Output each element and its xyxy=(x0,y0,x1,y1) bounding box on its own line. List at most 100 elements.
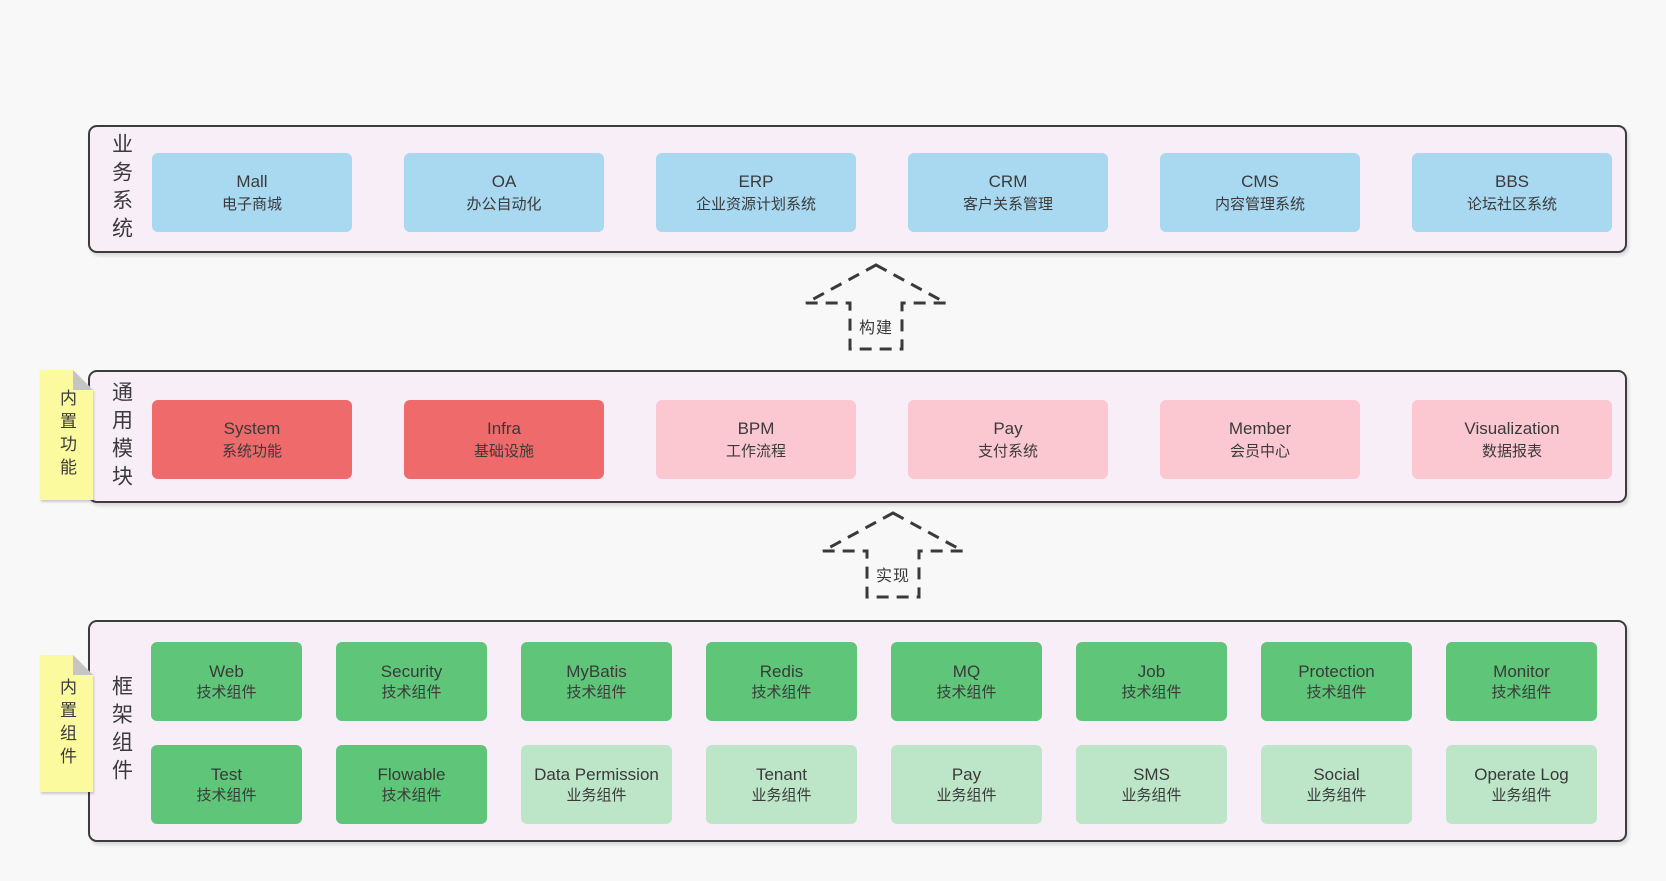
box-subtitle: 技术组件 xyxy=(936,683,997,701)
box-title: Member xyxy=(1228,419,1292,439)
box-job: Job 技术组件 xyxy=(1076,642,1227,721)
box-title: Security xyxy=(380,661,443,681)
box-title: System xyxy=(223,419,281,439)
box-bbs: BBS 论坛社区系统 xyxy=(1412,153,1612,232)
box-infra: Infra 基础设施 xyxy=(404,400,604,479)
box-mybatis: MyBatis 技术组件 xyxy=(521,642,672,721)
box-title: Pay xyxy=(993,419,1023,439)
box-title: Test xyxy=(210,764,243,784)
box-subtitle: 支付系统 xyxy=(977,442,1038,460)
arrow-label: 实现 xyxy=(872,561,914,587)
box-subtitle: 系统功能 xyxy=(221,442,282,460)
box-title: Tenant xyxy=(755,764,808,784)
box-title: Pay xyxy=(951,764,982,784)
box-title: Infra xyxy=(486,419,522,439)
box-title: Data Permission xyxy=(534,764,659,784)
arrow-build: 构建 xyxy=(804,263,948,351)
box-title: Web xyxy=(209,661,244,681)
panel-business-systems: 业务系统 Mall 电子商城 OA 办公自动化 ERP 企业资源计划系统 CRM… xyxy=(88,125,1627,253)
box-title: SMS xyxy=(1133,764,1170,784)
box-title: Monitor xyxy=(1493,661,1550,681)
box-social: Social 业务组件 xyxy=(1261,745,1412,824)
box-subtitle: 工作流程 xyxy=(725,442,786,460)
box-title: Flowable xyxy=(377,764,446,784)
box-subtitle: 业务组件 xyxy=(1306,786,1367,804)
box-subtitle: 企业资源计划系统 xyxy=(695,195,816,213)
arrow-implement: 实现 xyxy=(821,511,965,599)
box-title: BBS xyxy=(1494,172,1530,192)
up-arrow-icon xyxy=(805,263,947,351)
box-test: Test 技术组件 xyxy=(151,745,302,824)
box-bpm: BPM 工作流程 xyxy=(656,400,856,479)
box-subtitle: 电子商城 xyxy=(221,195,282,213)
box-tenant: Tenant 业务组件 xyxy=(706,745,857,824)
box-title: Protection xyxy=(1298,661,1375,681)
box-title: Mall xyxy=(236,172,268,192)
sticky-note-built-in-functions: 内置功能 xyxy=(40,370,93,500)
folded-corner-icon xyxy=(73,370,93,390)
box-member: Member 会员中心 xyxy=(1160,400,1360,479)
box-protection: Protection 技术组件 xyxy=(1261,642,1412,721)
panel-side-label: 框架组件 xyxy=(109,675,133,787)
box-subtitle: 技术组件 xyxy=(1491,683,1552,701)
components-box-row-2: Test 技术组件 Flowable 技术组件 Data Permission … xyxy=(151,745,1597,824)
box-pay-system: Pay 支付系统 xyxy=(908,400,1108,479)
business-box-row: Mall 电子商城 OA 办公自动化 ERP 企业资源计划系统 CRM 客户关系… xyxy=(152,153,1612,232)
box-subtitle: 办公自动化 xyxy=(466,195,542,213)
box-subtitle: 内容管理系统 xyxy=(1214,195,1305,213)
panel-side-label: 业务系统 xyxy=(109,133,133,245)
box-oa: OA 办公自动化 xyxy=(404,153,604,232)
box-operate-log: Operate Log 业务组件 xyxy=(1446,745,1597,824)
box-title: OA xyxy=(491,172,517,192)
box-title: MQ xyxy=(952,661,981,681)
box-pay-component: Pay 业务组件 xyxy=(891,745,1042,824)
folded-corner-icon xyxy=(73,655,93,675)
sticky-note-built-in-components: 内置组件 xyxy=(40,655,93,792)
box-subtitle: 基础设施 xyxy=(473,442,534,460)
box-subtitle: 业务组件 xyxy=(751,786,812,804)
box-erp: ERP 企业资源计划系统 xyxy=(656,153,856,232)
box-subtitle: 技术组件 xyxy=(381,683,442,701)
box-web: Web 技术组件 xyxy=(151,642,302,721)
box-subtitle: 业务组件 xyxy=(566,786,627,804)
box-subtitle: 客户关系管理 xyxy=(962,195,1053,213)
box-cms: CMS 内容管理系统 xyxy=(1160,153,1360,232)
box-title: CRM xyxy=(988,172,1028,192)
box-subtitle: 技术组件 xyxy=(196,786,257,804)
modules-box-row: System 系统功能 Infra 基础设施 BPM 工作流程 Pay 支付系统… xyxy=(152,400,1612,479)
box-title: MyBatis xyxy=(566,661,627,681)
box-data-permission: Data Permission 业务组件 xyxy=(521,745,672,824)
box-subtitle: 技术组件 xyxy=(566,683,627,701)
box-subtitle: 技术组件 xyxy=(751,683,812,701)
arrow-label: 构建 xyxy=(855,313,897,339)
box-mall: Mall 电子商城 xyxy=(152,153,352,232)
components-box-row-1: Web 技术组件 Security 技术组件 MyBatis 技术组件 Redi… xyxy=(151,642,1597,721)
box-mq: MQ 技术组件 xyxy=(891,642,1042,721)
box-subtitle: 会员中心 xyxy=(1229,442,1290,460)
box-title: Redis xyxy=(759,661,804,681)
box-security: Security 技术组件 xyxy=(336,642,487,721)
panel-side-label: 通用模块 xyxy=(109,380,133,493)
box-subtitle: 数据报表 xyxy=(1481,442,1542,460)
box-subtitle: 技术组件 xyxy=(1121,683,1182,701)
box-title: Operate Log xyxy=(1474,764,1569,784)
box-subtitle: 技术组件 xyxy=(381,786,442,804)
box-subtitle: 业务组件 xyxy=(1491,786,1552,804)
box-subtitle: 技术组件 xyxy=(1306,683,1367,701)
box-subtitle: 业务组件 xyxy=(1121,786,1182,804)
box-visualization: Visualization 数据报表 xyxy=(1412,400,1612,479)
sticky-note-text: 内置组件 xyxy=(40,655,93,792)
panel-common-modules: 通用模块 System 系统功能 Infra 基础设施 BPM 工作流程 Pay… xyxy=(88,370,1627,503)
box-system: System 系统功能 xyxy=(152,400,352,479)
box-subtitle: 业务组件 xyxy=(936,786,997,804)
sticky-note-text: 内置功能 xyxy=(40,370,93,500)
box-crm: CRM 客户关系管理 xyxy=(908,153,1108,232)
box-redis: Redis 技术组件 xyxy=(706,642,857,721)
box-title: Social xyxy=(1313,764,1360,784)
box-title: Job xyxy=(1137,661,1166,681)
box-flowable: Flowable 技术组件 xyxy=(336,745,487,824)
box-subtitle: 技术组件 xyxy=(196,683,257,701)
panel-framework-components: 框架组件 Web 技术组件 Security 技术组件 MyBatis 技术组件… xyxy=(88,620,1627,842)
box-monitor: Monitor 技术组件 xyxy=(1446,642,1597,721)
box-title: Visualization xyxy=(1464,419,1560,439)
